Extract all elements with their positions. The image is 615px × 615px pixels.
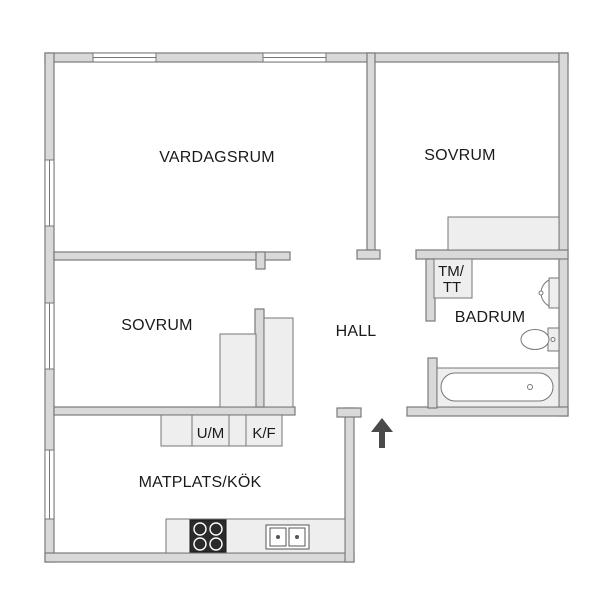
outer-wall-right	[558, 52, 569, 417]
washer-dryer	[433, 258, 473, 299]
closet-right	[263, 317, 294, 408]
fixtures	[160, 216, 560, 554]
wall-bedroom-kitchen	[53, 406, 296, 416]
toilet-icon	[520, 327, 560, 352]
label-oven-microwave: U/M	[197, 425, 225, 442]
label-fridge-freezer: K/F	[252, 425, 275, 442]
walls	[44, 52, 569, 563]
room-labels: VARDAGSRUM SOVRUM SOVRUM HALL BADRUM MAT…	[121, 147, 525, 491]
label-washer-dryer-line2: TT	[443, 279, 461, 296]
room-label-bedroom-top: SOVRUM	[424, 147, 495, 164]
wall-vertical-living-bedroom	[366, 52, 376, 251]
wall-bath-top	[415, 249, 569, 260]
wall-stub-hall	[356, 249, 381, 260]
room-label-hall: HALL	[336, 323, 377, 340]
closet-left	[219, 333, 257, 408]
fridge-freezer-cabinet	[245, 414, 283, 447]
wall-stub-small	[255, 251, 266, 270]
room-label-living: VARDAGSRUM	[159, 149, 275, 166]
stove-icon	[189, 519, 227, 553]
sink-icon	[265, 524, 310, 550]
label-washer-dryer-line1: TM/	[438, 263, 465, 280]
room-label-kitchen: MATPLATS/KÖK	[139, 473, 262, 491]
washbasin-icon	[538, 277, 560, 309]
outer-wall-bottom-kitchen	[44, 552, 355, 563]
kitchen-cabinet-left	[160, 414, 193, 447]
kitchen-cabinet-mid	[228, 414, 247, 447]
outer-wall-entrance-stub	[336, 407, 362, 418]
wall-bath-left-lower	[427, 357, 438, 409]
oven-microwave-cabinet	[191, 414, 230, 447]
windows	[44, 52, 327, 520]
wall-living-bedroom-horizontal	[53, 251, 291, 261]
up-arrow-icon	[371, 418, 393, 448]
wardrobe-bedroom-top	[447, 216, 560, 251]
room-label-bathroom: BADRUM	[455, 309, 526, 326]
room-label-bedroom-left: SOVRUM	[121, 317, 192, 334]
outer-wall-entrance-left	[344, 407, 355, 563]
